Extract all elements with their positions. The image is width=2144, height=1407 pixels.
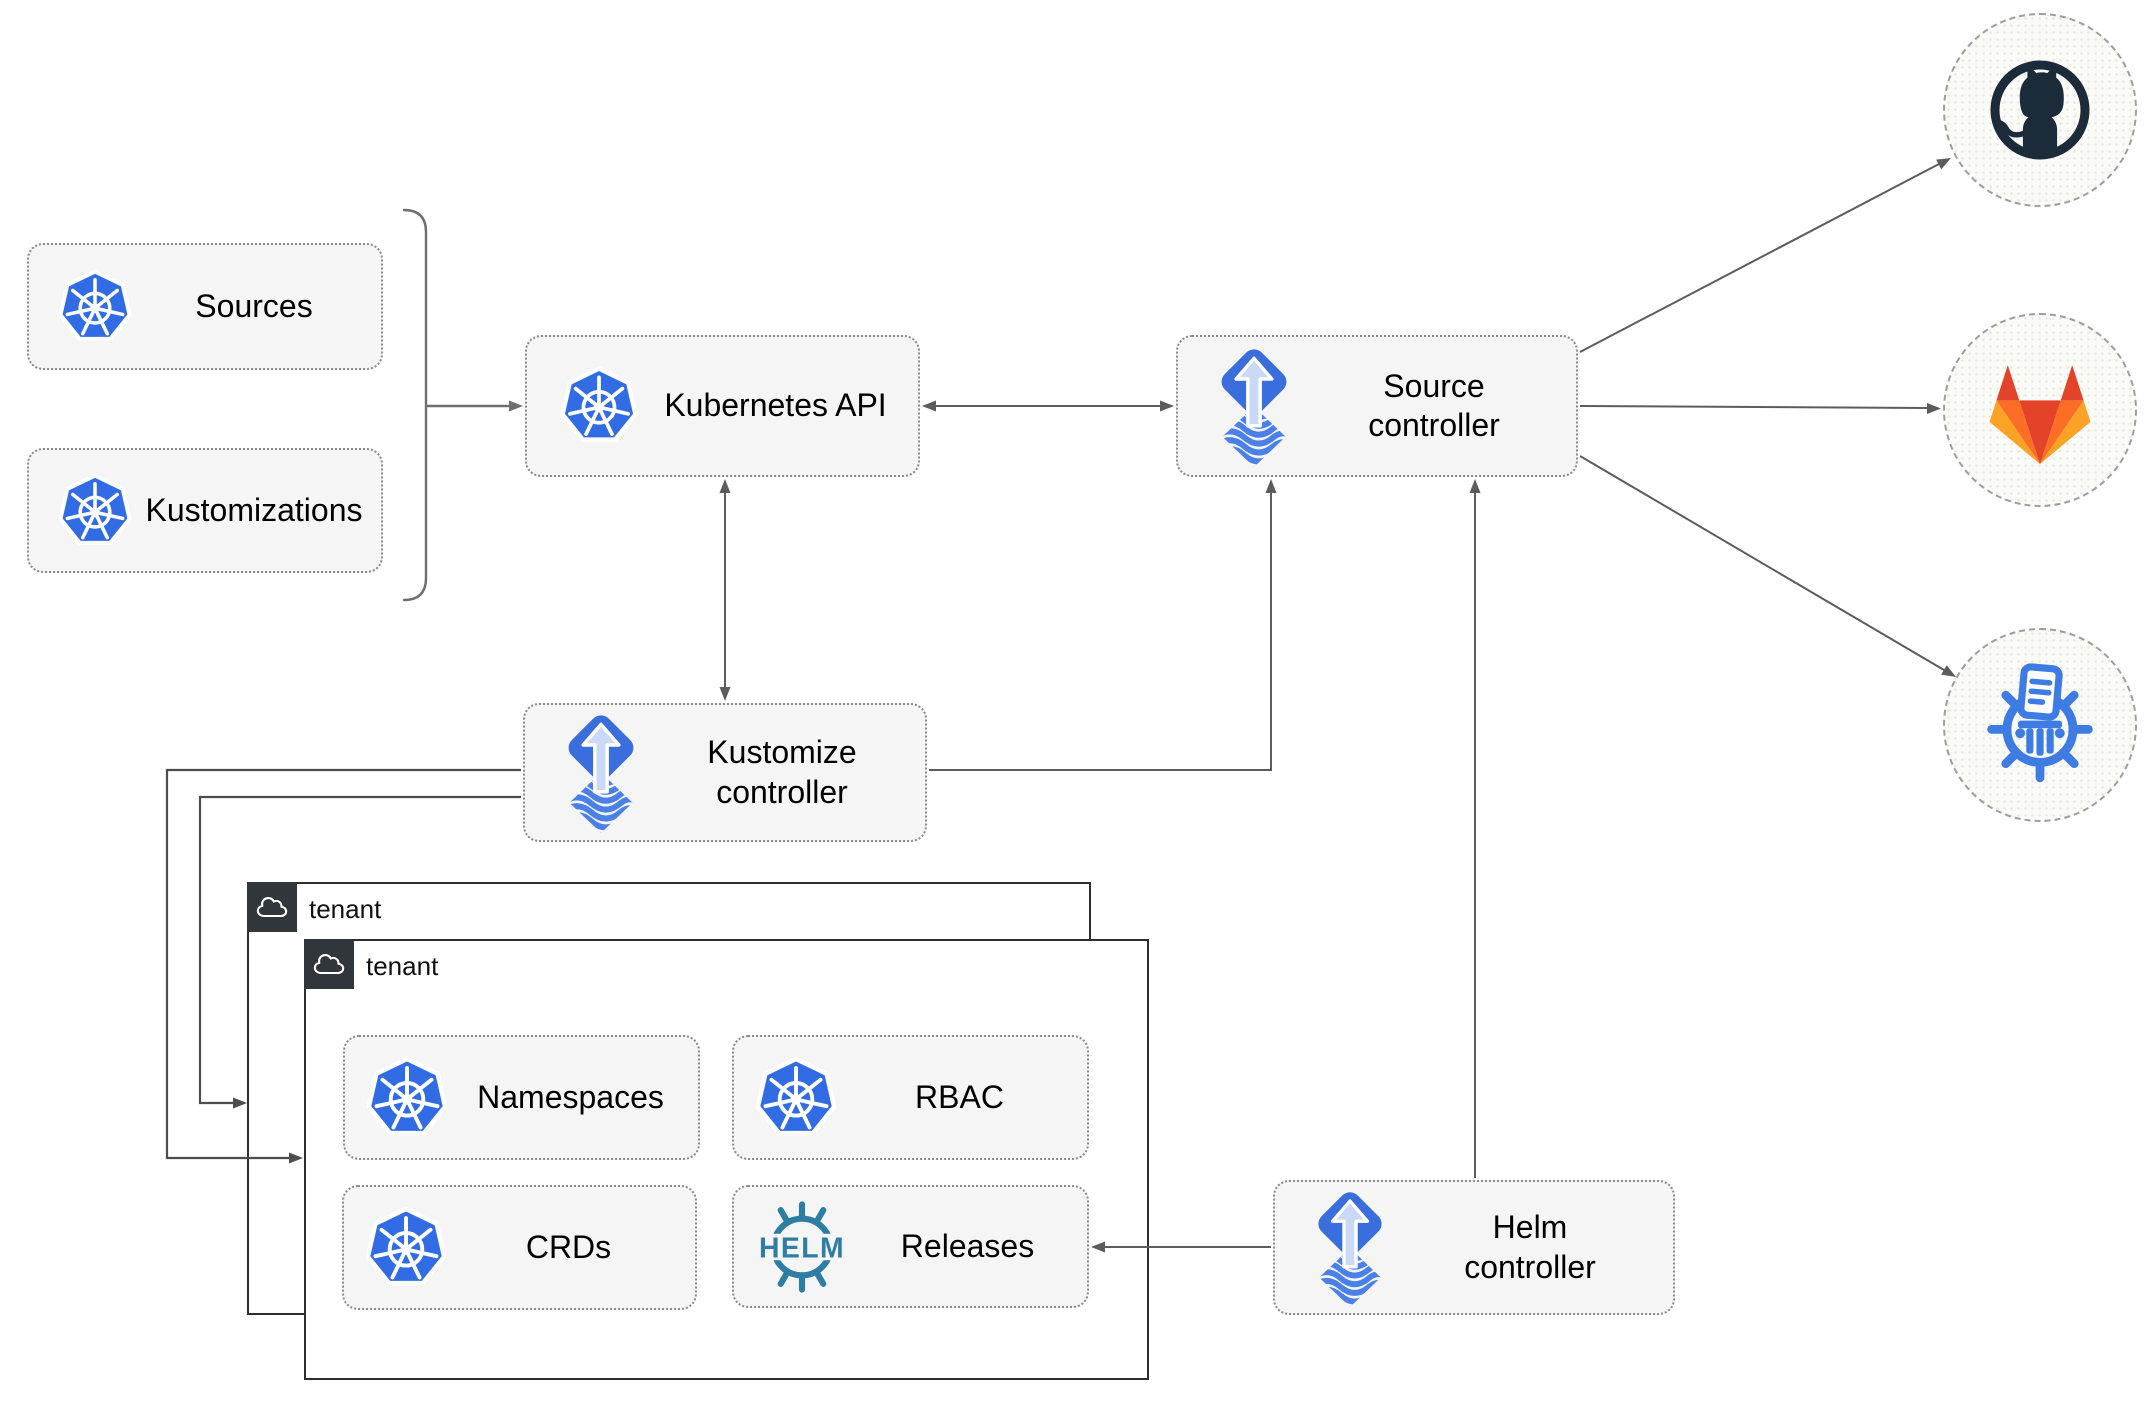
- node-helm-controller[interactable]: Helm controller: [1273, 1180, 1675, 1315]
- node-helm-controller-label: Helm controller: [1464, 1209, 1596, 1285]
- kubernetes-icon: [365, 1055, 449, 1141]
- endpoint-github[interactable]: [1943, 13, 2137, 207]
- node-kustomizations-label: Kustomizations: [145, 491, 363, 528]
- tenant-front-label: tenant: [366, 950, 439, 981]
- flux-icon: [1210, 346, 1298, 467]
- github-icon: [1990, 60, 2090, 160]
- arrowhead: [509, 400, 523, 412]
- connector-source-github: [1579, 163, 1940, 353]
- helm-wordmark: HELM: [759, 1232, 845, 1264]
- node-rbac-label: RBAC: [915, 1078, 1004, 1115]
- cloud-icon: [304, 939, 354, 989]
- flux-icon: [557, 712, 645, 833]
- node-rbac[interactable]: RBAC: [732, 1035, 1089, 1160]
- kubernetes-icon: [559, 365, 639, 447]
- node-releases-label: Releases: [900, 1227, 1035, 1264]
- cloud-icon: [247, 882, 297, 932]
- tenant-back-label: tenant: [309, 893, 382, 924]
- node-namespaces-label: Namespaces: [477, 1078, 664, 1115]
- node-kubernetes-api-label: Kubernetes API: [664, 387, 887, 424]
- node-source-controller-label: Source controller: [1368, 367, 1500, 443]
- endpoint-gitlab[interactable]: [1943, 313, 2137, 507]
- kubernetes-icon: [364, 1205, 448, 1291]
- chartmuseum-icon: [1987, 663, 2093, 783]
- kubernetes-icon: [57, 472, 133, 550]
- connector-source-chartmuseum: [1579, 455, 1945, 671]
- kubernetes-icon: [57, 268, 133, 346]
- node-kustomizations[interactable]: Kustomizations: [27, 448, 383, 573]
- node-releases[interactable]: HELM Releases: [732, 1185, 1089, 1308]
- bracket-sources-group: [402, 208, 513, 602]
- node-source-controller[interactable]: Source controller: [1176, 335, 1578, 477]
- node-kubernetes-api[interactable]: Kubernetes API: [525, 335, 920, 477]
- node-crds[interactable]: CRDs: [342, 1185, 697, 1310]
- node-sources-label: Sources: [195, 287, 313, 324]
- kubernetes-icon: [754, 1055, 838, 1141]
- flux-icon: [1307, 1189, 1393, 1307]
- connector-source-gitlab: [1579, 405, 1930, 409]
- node-sources[interactable]: Sources: [27, 243, 383, 370]
- connector-kustomize-source: [929, 493, 1272, 771]
- node-kustomize-controller[interactable]: Kustomize controller: [523, 703, 927, 842]
- node-crds-label: CRDs: [525, 1228, 612, 1265]
- node-kustomize-controller-label: Kustomize controller: [707, 734, 857, 810]
- gitlab-icon: [1989, 365, 2091, 465]
- node-namespaces[interactable]: Namespaces: [343, 1035, 700, 1160]
- endpoint-chartmuseum[interactable]: [1943, 628, 2137, 822]
- helm-icon: HELM: [750, 1195, 854, 1299]
